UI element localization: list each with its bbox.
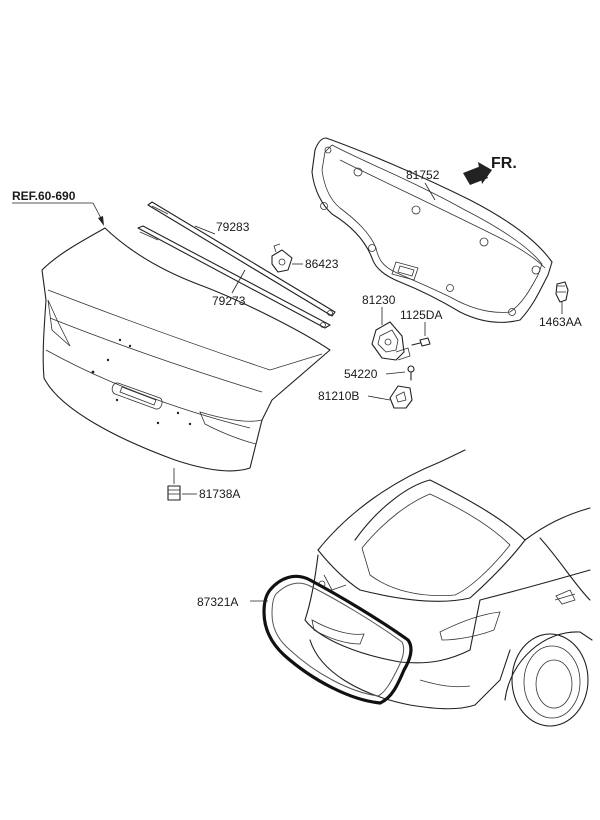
leader-79283 [194, 225, 216, 235]
front-direction-label: FR. [491, 155, 517, 172]
clip-1463AA [555, 281, 569, 303]
label-79283: 79283 [216, 220, 250, 234]
torsion-rod-79273 [137, 225, 331, 329]
ref-arrow-icon [98, 216, 104, 226]
trunk-lid [41, 227, 331, 472]
vehicle-rear-view [304, 449, 593, 727]
label-81752: 81752 [406, 168, 440, 182]
leader-81752 [424, 182, 436, 201]
striker-81210B [389, 385, 413, 409]
clip-86423 [271, 243, 293, 273]
label-87321A: 87321A [197, 595, 238, 609]
label-81230: 81230 [362, 293, 396, 307]
label-81738A: 81738A [199, 487, 240, 501]
leader-81210B [367, 395, 391, 401]
bumper-stop-81738A [167, 468, 181, 501]
torsion-rod-79283 [147, 201, 336, 317]
ref-label: REF.60-690 [12, 189, 76, 203]
front-arrowhead-icon [478, 162, 492, 184]
trunk-latch-81230 [371, 321, 411, 361]
label-86423: 86423 [305, 257, 339, 271]
label-1463AA: 1463AA [539, 315, 582, 329]
label-54220: 54220 [344, 367, 378, 381]
label-1125DA: 1125DA [400, 308, 442, 322]
bolt-1125DA [411, 337, 431, 347]
bolt-54220 [407, 365, 415, 381]
leader-54220 [385, 371, 406, 375]
label-81210B: 81210B [318, 389, 359, 403]
label-79273: 79273 [212, 294, 246, 308]
leader-79273 [231, 269, 246, 294]
weatherstrip-seal-87321A [262, 574, 413, 705]
trunk-trim-panel [311, 137, 553, 323]
